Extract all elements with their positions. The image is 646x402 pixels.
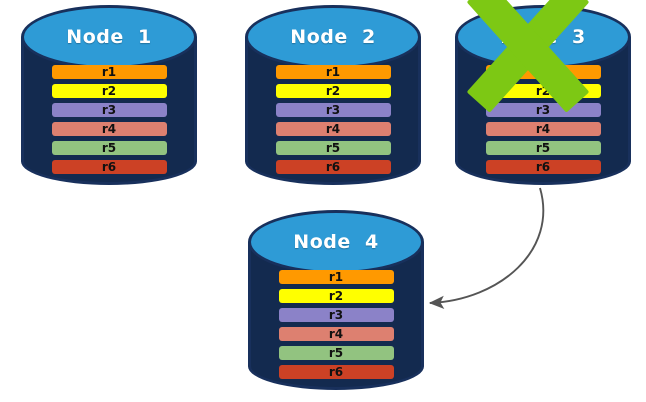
data-row-r3: r3 — [275, 103, 391, 117]
data-row-label: r1 — [101, 65, 117, 79]
node-label: Node 1 — [66, 26, 152, 48]
data-row-label: r6 — [101, 160, 117, 174]
row-stack: r1 r2 r3 r4 r5 r6 — [248, 270, 424, 379]
node-label: Node 4 — [293, 231, 379, 253]
data-row-r4: r4 — [51, 122, 167, 136]
row-stack: r1 r2 r3 r4 r5 r6 — [245, 65, 421, 174]
data-row-label: r4 — [535, 122, 551, 136]
data-row-label: r5 — [535, 141, 551, 155]
data-row-label: r4 — [325, 122, 341, 136]
data-row-label: r5 — [328, 346, 344, 360]
data-row-label: r1 — [535, 65, 551, 79]
data-row-label: r2 — [535, 84, 551, 98]
data-row-r4: r4 — [485, 122, 601, 136]
arrow-curve — [428, 187, 545, 310]
data-row-label: r6 — [325, 160, 341, 174]
data-row-label: r1 — [325, 65, 341, 79]
data-row-label: r3 — [328, 308, 344, 322]
node-cylinder-node4[interactable]: Node 4 r1 r2 r3 r4 r5 r6 — [248, 210, 424, 390]
data-row-r5: r5 — [278, 346, 394, 360]
data-row-r4: r4 — [278, 327, 394, 341]
data-row-label: r5 — [101, 141, 117, 155]
row-stack: r1 r2 r3 r4 r5 r6 — [21, 65, 197, 174]
data-row-r1: r1 — [278, 270, 394, 284]
data-row-label: r2 — [325, 84, 341, 98]
data-row-r5: r5 — [485, 141, 601, 155]
data-row-r6: r6 — [51, 160, 167, 174]
data-row-r2: r2 — [485, 84, 601, 98]
data-row-r6: r6 — [278, 365, 394, 379]
data-row-r3: r3 — [278, 308, 394, 322]
data-row-r1: r1 — [51, 65, 167, 79]
data-row-label: r2 — [328, 289, 344, 303]
data-row-r5: r5 — [51, 141, 167, 155]
data-row-r1: r1 — [485, 65, 601, 79]
data-row-label: r4 — [101, 122, 117, 136]
data-row-label: r2 — [101, 84, 117, 98]
data-row-r4: r4 — [275, 122, 391, 136]
data-row-label: r3 — [535, 103, 551, 117]
data-row-label: r6 — [328, 365, 344, 379]
data-row-r2: r2 — [275, 84, 391, 98]
data-row-label: r4 — [328, 327, 344, 341]
data-row-label: r1 — [328, 270, 344, 284]
data-row-r6: r6 — [275, 160, 391, 174]
data-row-r3: r3 — [51, 103, 167, 117]
data-row-r5: r5 — [275, 141, 391, 155]
data-row-label: r3 — [325, 103, 341, 117]
data-row-r2: r2 — [278, 289, 394, 303]
node-cylinder-node2[interactable]: Node 2 r1 r2 r3 r4 r5 r6 — [245, 5, 421, 185]
data-row-r2: r2 — [51, 84, 167, 98]
data-row-r1: r1 — [275, 65, 391, 79]
cylinder-top-disc: Node 1 — [21, 5, 197, 69]
node-label: Node 2 — [290, 26, 376, 48]
cylinder-top-disc: Node 2 — [245, 5, 421, 69]
data-row-r3: r3 — [485, 103, 601, 117]
data-row-r6: r6 — [485, 160, 601, 174]
node-cylinder-node1[interactable]: Node 1 r1 r2 r3 r4 r5 r6 — [21, 5, 197, 185]
data-row-label: r5 — [325, 141, 341, 155]
data-row-label: r6 — [535, 160, 551, 174]
data-row-label: r3 — [101, 103, 117, 117]
